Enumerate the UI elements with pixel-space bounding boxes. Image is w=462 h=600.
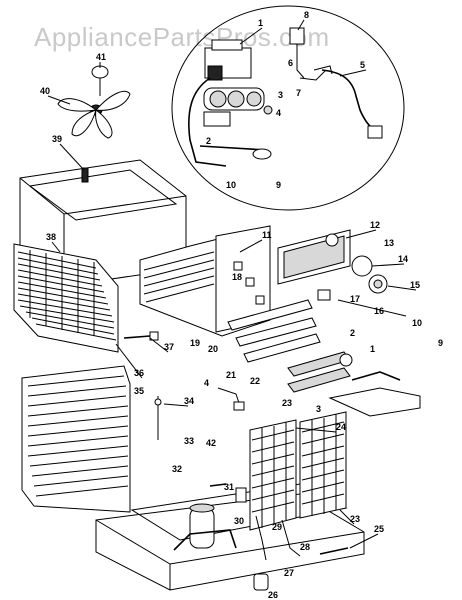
wire-harness-4 bbox=[217, 387, 245, 411]
callout-label: 17 bbox=[350, 294, 360, 304]
watermark: AppliancePartsPros.com bbox=[34, 22, 330, 52]
callout-label: 2 bbox=[350, 328, 355, 338]
capacitor bbox=[253, 573, 269, 591]
gas-valve-inset bbox=[171, 5, 405, 211]
callout-label: 38 bbox=[46, 232, 56, 242]
callout-label: 9 bbox=[438, 338, 443, 348]
callout-label: 23 bbox=[350, 514, 360, 524]
callout-label: 8 bbox=[304, 10, 309, 20]
condenser-coil bbox=[13, 243, 119, 353]
callout-label: 13 bbox=[384, 238, 394, 248]
callout-label: 2 bbox=[206, 136, 211, 146]
gas-manifold-lower bbox=[287, 351, 421, 417]
callout-label: 32 bbox=[172, 464, 182, 474]
callout-label: 41 bbox=[96, 52, 106, 62]
callout-label: 24 bbox=[336, 422, 346, 432]
callout-label: 3 bbox=[278, 90, 283, 100]
callout-label: 18 bbox=[232, 272, 242, 282]
callout-label: 10 bbox=[226, 180, 236, 190]
callout-label: 37 bbox=[164, 342, 174, 352]
callout-labels: 1 8 6 5 3 7 2 4 10 9 41 40 39 38 11 12 1… bbox=[40, 10, 443, 600]
drain-tube bbox=[255, 515, 301, 561]
callout-label: 9 bbox=[276, 180, 281, 190]
control-37 bbox=[123, 331, 159, 341]
callout-label: 1 bbox=[258, 18, 263, 28]
wall-sleeve bbox=[21, 365, 131, 513]
callout-label: 39 bbox=[52, 134, 62, 144]
callout-label: 23 bbox=[282, 398, 292, 408]
callout-label: 36 bbox=[134, 368, 144, 378]
compressor bbox=[173, 503, 237, 551]
callout-label: 7 bbox=[296, 88, 301, 98]
callout-label: 31 bbox=[224, 482, 234, 492]
air-filter-right bbox=[299, 411, 347, 519]
callout-label: 1 bbox=[370, 344, 375, 354]
callout-label: 3 bbox=[316, 404, 321, 414]
callout-label: 27 bbox=[284, 568, 294, 578]
callout-label: 42 bbox=[206, 438, 216, 448]
callout-label: 29 bbox=[272, 522, 282, 532]
heater-assembly bbox=[277, 229, 388, 301]
fan-blade bbox=[57, 90, 131, 139]
evaporator-coil bbox=[139, 225, 271, 337]
callout-label: 12 bbox=[370, 220, 380, 230]
callout-label: 40 bbox=[40, 86, 50, 96]
callout-label: 19 bbox=[190, 338, 200, 348]
callout-label: 4 bbox=[276, 108, 281, 118]
callout-label: 26 bbox=[268, 590, 278, 600]
thermostat-bulb-34 bbox=[154, 396, 162, 440]
valve-small bbox=[209, 483, 247, 503]
callout-label: 16 bbox=[374, 306, 384, 316]
callout-label: 6 bbox=[288, 58, 293, 68]
callout-label: 21 bbox=[226, 370, 236, 380]
callout-label: 25 bbox=[374, 524, 384, 534]
leader-lines bbox=[47, 19, 417, 549]
callout-label: 28 bbox=[300, 542, 310, 552]
air-filter-left bbox=[249, 419, 297, 531]
callout-label: 14 bbox=[398, 254, 408, 264]
callout-label: 11 bbox=[262, 230, 272, 240]
burner-rails bbox=[227, 299, 321, 363]
callout-label: 35 bbox=[134, 386, 144, 396]
callout-label: 33 bbox=[184, 436, 194, 446]
callout-label: 22 bbox=[250, 376, 260, 386]
callout-label: 20 bbox=[208, 344, 218, 354]
callout-label: 10 bbox=[412, 318, 422, 328]
callout-label: 5 bbox=[360, 60, 365, 70]
callout-label: 4 bbox=[204, 378, 209, 388]
rail-25 bbox=[319, 547, 349, 555]
callout-label: 15 bbox=[410, 280, 420, 290]
callout-label: 30 bbox=[234, 516, 244, 526]
fan-motor bbox=[91, 65, 109, 96]
callout-label: 34 bbox=[184, 396, 194, 406]
